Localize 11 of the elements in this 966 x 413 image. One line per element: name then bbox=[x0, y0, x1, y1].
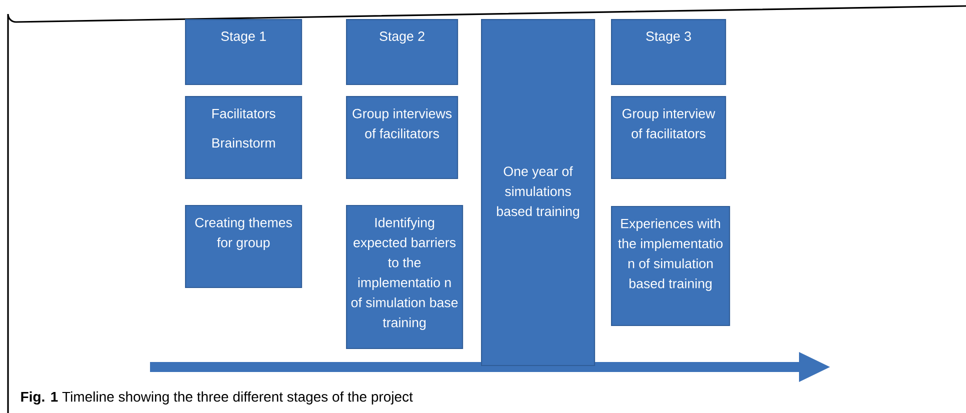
stage-box: Stage 2 bbox=[346, 19, 458, 86]
figure-caption: Fig. 1 Timeline showing the three different stages of the project bbox=[21, 391, 413, 405]
timeline-bar: One year of simulations based training bbox=[481, 19, 596, 366]
stage-box: Stage 3 bbox=[611, 19, 726, 86]
stage-box: Group interview of facilitators bbox=[611, 96, 726, 180]
stage-box: Identifying expected barriers to the implementatio n of simulation base training bbox=[346, 205, 464, 350]
stage-box: Creating themes for group bbox=[185, 205, 302, 288]
stage-box: Experiences with the implementatio n of simulation based training bbox=[611, 206, 730, 326]
stage-box: Group interviews of facilitators bbox=[346, 96, 458, 180]
stage-box: Stage 1 bbox=[185, 19, 302, 86]
stage-box: Facilitators Brainstorm bbox=[185, 96, 302, 180]
